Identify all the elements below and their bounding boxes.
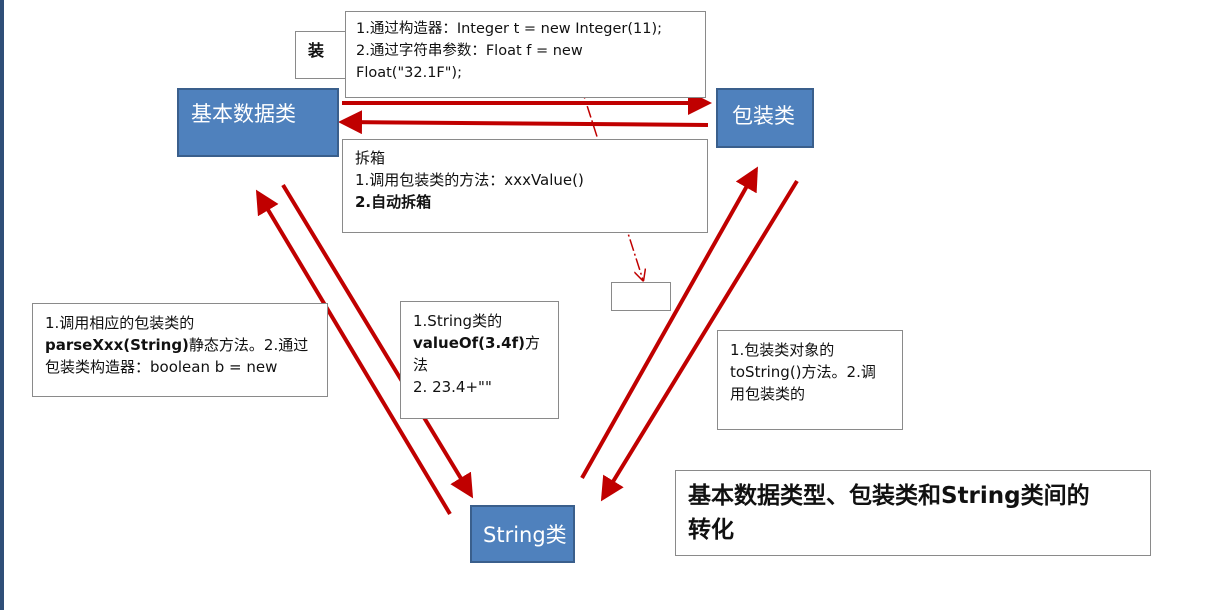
boxing-line-2: 2.通过字符串参数：Float f = new xyxy=(356,43,583,59)
wrapper-to-string-line-3: 用包装类的 xyxy=(730,385,806,403)
wrapper-to-string-note: 1.包装类对象的 toString()方法。2.调 用包装类的 xyxy=(717,330,903,430)
caption-line-2: 转化 xyxy=(688,517,734,543)
boxing-line-1: 1.通过构造器：Integer t = new Integer(11); xyxy=(356,21,663,37)
empty-target-box xyxy=(611,282,671,311)
wrapper-to-string-line-2: toString()方法。2.调 xyxy=(730,363,876,381)
left-edge-bar xyxy=(0,0,4,610)
string-to-basic-line-2-rest: 静态方法。2.通过 xyxy=(188,336,309,354)
caption-box: 基本数据类型、包装类和String类间的 转化 xyxy=(675,470,1151,556)
string-to-basic-line-2: parseXxx(String)静态方法。2.通过 xyxy=(45,334,315,356)
string-to-basic-note: 1.调用相应的包装类的 parseXxx(String)静态方法。2.通过 包装… xyxy=(32,303,328,397)
unboxing-title: 拆箱 xyxy=(355,149,386,167)
unboxing-line-2: 2.自动拆箱 xyxy=(355,193,432,211)
unboxing-note: 拆箱 1.调用包装类的方法：xxxValue() 2.自动拆箱 xyxy=(342,139,708,233)
boxing-tag-label: 装 xyxy=(308,41,325,60)
node-string-class: String类 xyxy=(470,505,575,563)
node-wrapper-class: 包装类 xyxy=(716,88,814,148)
arrow-string-to-basic xyxy=(255,189,452,516)
basic-to-string-note: 1.String类的 valueOf(3.4f)方 法 2. 23.4+"" xyxy=(400,301,559,419)
boxing-line-3: Float("32.1F"); xyxy=(356,65,462,81)
arrow-wrapper-to-basic xyxy=(338,110,709,135)
node-string-label: String类 xyxy=(483,523,567,547)
node-basic-data-type: 基本数据类 xyxy=(177,88,339,157)
string-to-basic-line-1: 1.调用相应的包装类的 xyxy=(45,314,195,332)
string-to-basic-line-3: 包装类构造器：boolean b = new xyxy=(45,358,278,376)
boxing-note: 1.通过构造器：Integer t = new Integer(11); 2.通… xyxy=(345,11,706,98)
basic-to-string-line-3: 法 xyxy=(413,356,429,374)
basic-to-string-line-1: 1.String类的 xyxy=(413,312,503,330)
arrow-wrapper-to-string xyxy=(600,179,799,502)
basic-to-string-line-4: 2. 23.4+"" xyxy=(413,378,492,396)
basic-to-string-line-2-rest: 方 xyxy=(524,334,540,352)
unboxing-line-1: 1.调用包装类的方法：xxxValue() xyxy=(355,171,584,189)
valueof-method-name: valueOf(3.4f) xyxy=(413,334,525,352)
parse-method-name: parseXxx(String) xyxy=(45,336,189,354)
wrapper-to-string-line-1: 1.包装类对象的 xyxy=(730,341,835,359)
basic-to-string-line-2: valueOf(3.4f)方 xyxy=(413,332,546,354)
node-basic-label: 基本数据类 xyxy=(191,102,296,126)
arrow-string-to-wrapper xyxy=(580,166,758,479)
boxing-tag: 装 xyxy=(295,31,346,79)
node-wrapper-label: 包装类 xyxy=(732,104,795,128)
caption-line-1: 基本数据类型、包装类和String类间的 xyxy=(688,483,1090,509)
arrow-basic-to-string xyxy=(281,183,474,499)
